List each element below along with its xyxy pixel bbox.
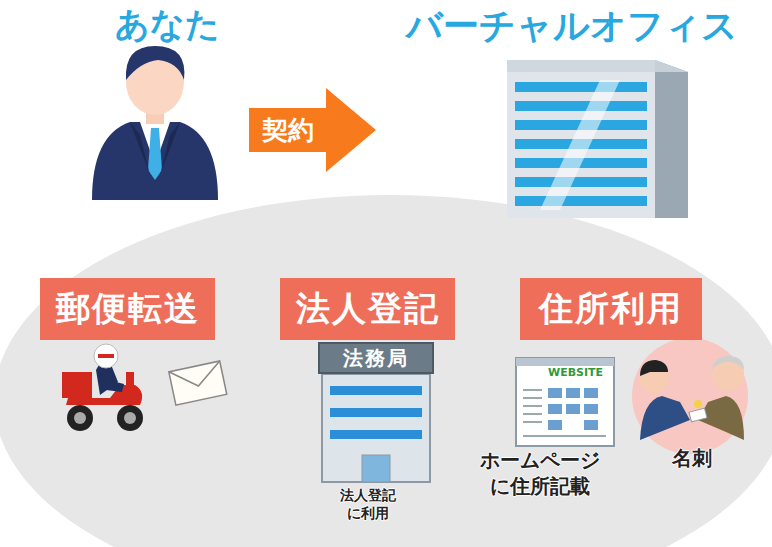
box-label: 法務局	[343, 345, 409, 372]
contract-arrow	[249, 88, 376, 172]
bureau-sign: 法務局	[318, 342, 434, 374]
office-building	[507, 60, 688, 218]
ground-ellipse	[0, 195, 772, 547]
card-exchange	[632, 338, 748, 454]
bureau-building	[322, 374, 430, 482]
box-label: 住所利用	[539, 286, 683, 332]
card-note: 名刺	[664, 445, 720, 471]
heading-text: あなた	[85, 2, 249, 48]
mail-scooter	[62, 344, 143, 431]
office-heading: バーチャルオフィス	[376, 2, 768, 224]
service-box: 住所利用	[520, 278, 702, 340]
person-figure	[92, 46, 218, 200]
usage-note: ホームページ に住所記載	[476, 447, 604, 499]
website-logo: WEBSITE	[522, 366, 612, 380]
website-window	[516, 358, 614, 446]
service-box: 法人登記	[280, 278, 455, 340]
usage-note: 法人登記 に利用	[338, 486, 398, 522]
box-label: 郵便転送	[56, 286, 200, 332]
service-box: 郵便転送	[40, 278, 215, 340]
person-heading: あなた	[85, 2, 249, 207]
envelope	[169, 361, 227, 405]
box-label: 法人登記	[296, 286, 440, 332]
heading-text: バーチャルオフィス	[376, 2, 768, 51]
arrow-label: 契約	[262, 113, 314, 148]
